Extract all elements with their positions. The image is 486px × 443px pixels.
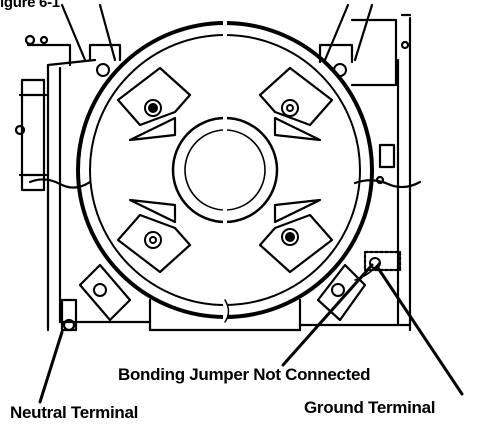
neutral-terminal-callout: Neutral Terminal xyxy=(10,403,139,422)
leader-lines xyxy=(38,261,464,404)
bonding-jumper-callout: Bonding Jumper Not Connected xyxy=(118,365,371,384)
ground-terminal-callout: Ground Terminal xyxy=(304,398,436,417)
mounting-bolts xyxy=(93,63,381,297)
mounting-feet xyxy=(60,250,402,332)
end-bell-windows xyxy=(116,66,334,274)
figure-label: igure 6-1 xyxy=(0,0,60,11)
